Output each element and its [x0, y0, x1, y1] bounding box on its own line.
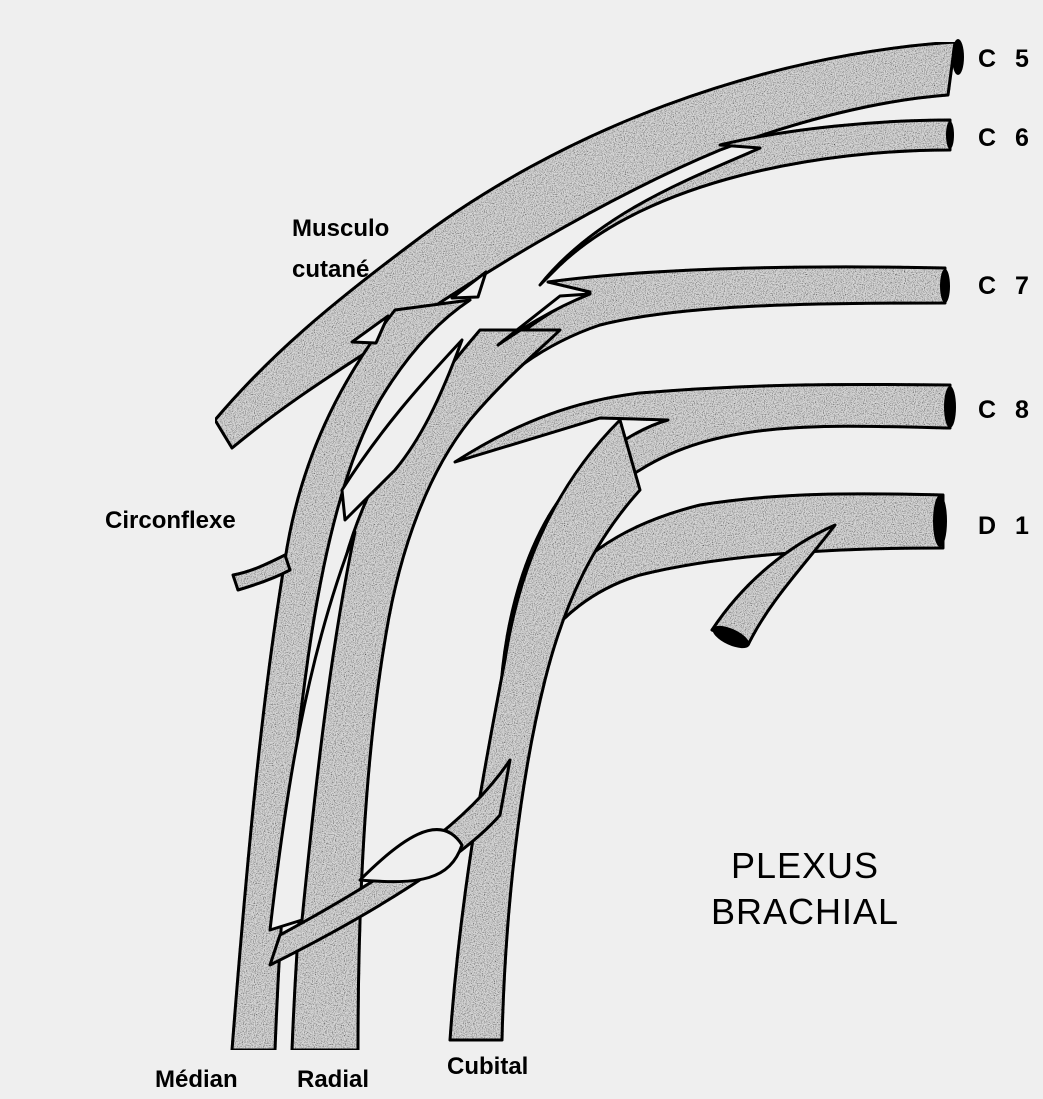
cap-d1 [933, 495, 947, 547]
label-c6: C 6 [978, 124, 1035, 153]
nerve-cubital [450, 420, 640, 1040]
title-line1: PLEXUS [680, 843, 930, 889]
title-line2: BRACHIAL [680, 889, 930, 935]
label-c5: C 5 [978, 45, 1035, 74]
label-musculo-cutane-line1: Musculo [292, 215, 389, 243]
cap-c5 [952, 39, 964, 75]
label-c7: C 7 [978, 272, 1035, 301]
cap-c7 [940, 269, 950, 303]
label-radial: Radial [297, 1066, 369, 1094]
label-circonflexe: Circonflexe [105, 507, 236, 535]
label-c8: C 8 [978, 396, 1035, 425]
diagram-title: PLEXUS BRACHIAL [680, 843, 930, 935]
cap-c8 [944, 386, 956, 428]
label-musculo-cutane-line2: cutané [292, 256, 369, 284]
label-d1: D 1 [978, 512, 1035, 541]
gap-6 [360, 830, 462, 882]
label-median: Médian [155, 1066, 238, 1094]
label-cubital: Cubital [447, 1053, 528, 1081]
cap-c6 [946, 121, 954, 149]
